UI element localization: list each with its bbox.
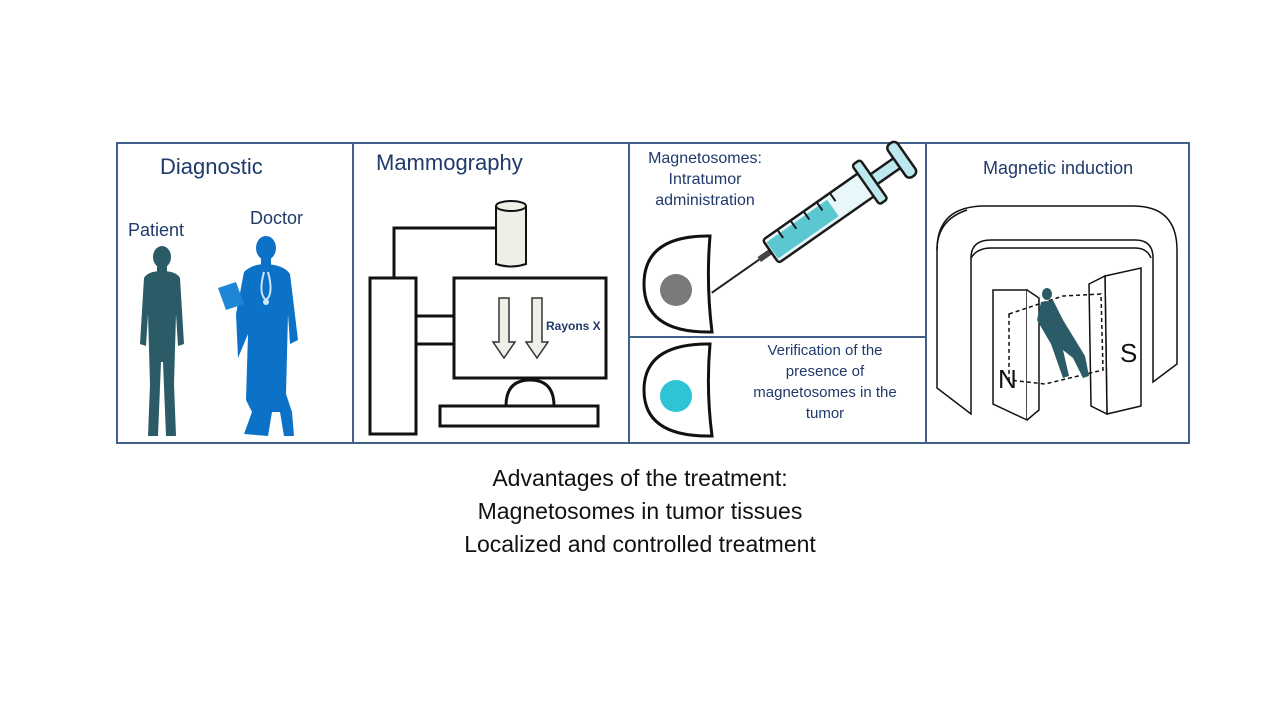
verification-line: magnetosomes in the <box>753 384 897 401</box>
injection-title-line: Intratumor <box>668 171 742 188</box>
caption-line: Localized and controlled treatment <box>464 531 816 557</box>
pole-s-label: S <box>1120 338 1138 368</box>
pole-n-label: N <box>998 364 1017 394</box>
patient-label: Patient <box>128 220 185 240</box>
divider <box>352 144 354 442</box>
panel-title: Diagnostic <box>160 154 263 179</box>
panel-title: Magnetic induction <box>983 158 1134 178</box>
divider <box>630 336 925 338</box>
injection-title-line: administration <box>655 192 755 209</box>
verification-text: Verification of the presence of magnetos… <box>730 340 920 424</box>
verification-line: tumor <box>805 405 845 422</box>
induction-panel: Magnetic induction <box>927 144 1188 442</box>
divider <box>925 144 927 442</box>
verification-panel: Verification of the presence of magnetos… <box>630 338 925 442</box>
doctor-label: Doctor <box>250 208 304 228</box>
breast-tumor-icon <box>642 342 714 438</box>
injection-title: Magnetosomes: Intratumor administration <box>640 148 770 211</box>
xray-label: Rayons X <box>546 319 601 333</box>
mammography-panel: Mammography <box>354 144 628 442</box>
caption-line: Advantages of the treatment: <box>492 465 788 491</box>
verification-line: presence of <box>785 363 865 380</box>
caption-line: Magnetosomes in tumor tissues <box>477 498 803 524</box>
diagnostic-panel: Diagnostic Patient Doctor <box>118 144 352 442</box>
verification-line: Verification of the <box>767 342 883 359</box>
breast-tumor-icon <box>642 234 714 334</box>
panel-title: Mammography <box>376 150 523 175</box>
process-frame: Diagnostic Patient Doctor Mammography <box>116 140 1190 444</box>
divider <box>628 144 630 442</box>
caption: Advantages of the treatment: Magnetosome… <box>0 462 1280 561</box>
magnet-icon <box>936 205 1178 422</box>
syringe-icon <box>711 140 918 294</box>
injection-panel: Magnetosomes: Intratumor administration <box>630 140 925 336</box>
mammography-machine <box>368 200 608 436</box>
doctor-silhouette <box>218 236 298 436</box>
injection-title-line: Magnetosomes: <box>648 150 762 167</box>
patient-silhouette <box>140 246 184 436</box>
